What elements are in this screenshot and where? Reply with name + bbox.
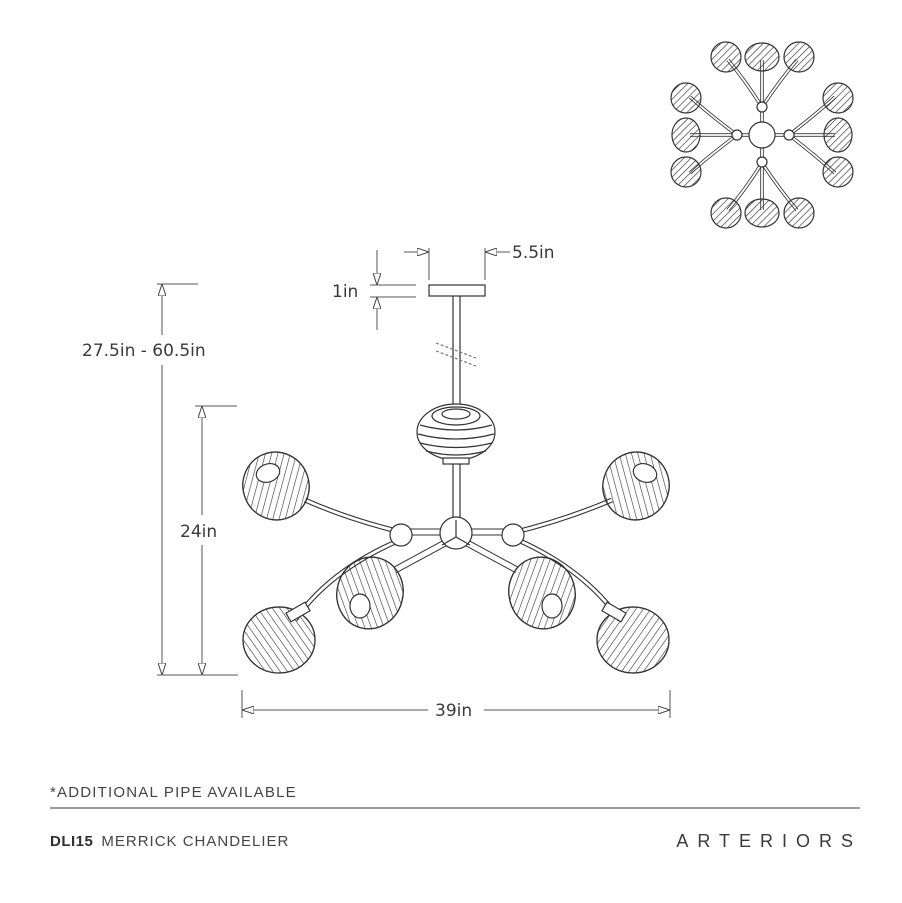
pipe-break-marks [435, 342, 477, 367]
canopy-height-label: 1in [332, 282, 358, 302]
top-view-shades [670, 41, 854, 229]
upper-right-shade [602, 451, 670, 521]
product-title: DLI15 MERRICK CHANDELIER [50, 833, 289, 850]
lower-right-shade [596, 601, 670, 674]
product-name: MERRICK CHANDELIER [101, 833, 290, 850]
front-left-shade [336, 556, 404, 630]
lower-left-shade [242, 601, 316, 674]
upper-left-shade [242, 451, 310, 521]
canopy [428, 284, 486, 297]
dimension-lines [157, 248, 671, 718]
divider [50, 807, 860, 809]
footnote: *ADDITIONAL PIPE AVAILABLE [50, 784, 297, 801]
canopy-width-label: 5.5in [512, 243, 555, 263]
front-view [242, 284, 670, 674]
brand-logo: ARTERIORS [676, 831, 862, 851]
top-shade [416, 403, 496, 465]
overall-height-label: 27.5in - 60.5in [82, 341, 206, 361]
top-view [670, 41, 854, 229]
product-code: DLI15 [50, 833, 94, 850]
front-right-shade [508, 556, 576, 630]
fixture-height-label: 24in [180, 522, 217, 542]
fixture-width-label: 39in [435, 701, 472, 721]
